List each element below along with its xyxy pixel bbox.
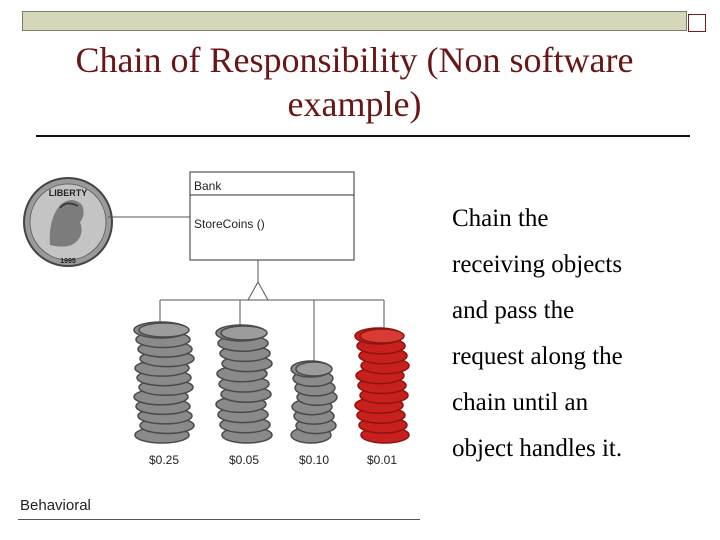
title-line-2: example) <box>22 82 687 126</box>
coin-text-bottom: 1995 <box>60 258 76 265</box>
coin-stack-010: $0.10 <box>291 361 337 467</box>
stack-label: $0.05 <box>229 453 259 467</box>
body-line: request along the <box>452 334 712 380</box>
inheritance-lines <box>160 260 384 366</box>
coin-stack-001: $0.01 <box>355 328 409 467</box>
corner-box <box>688 14 706 32</box>
body-text: Chain the receiving objects and pass the… <box>452 196 712 472</box>
slide-title: Chain of Responsibility (Non software ex… <box>22 38 687 126</box>
body-line: receiving objects <box>452 242 712 288</box>
body-line: chain until an <box>452 380 712 426</box>
class-name: Bank <box>194 179 222 193</box>
stack-label: $0.10 <box>299 453 329 467</box>
coin-stack-005: $0.05 <box>216 325 272 467</box>
body-line: Chain the <box>452 196 712 242</box>
body-line: and pass the <box>452 288 712 334</box>
coin-stack-025: $0.25 <box>134 322 194 467</box>
footer-divider <box>18 519 420 520</box>
bank-coin-diagram: LIBERTY 1995 Bank StoreCoins () $0.25$0.… <box>0 160 430 480</box>
header-bar <box>22 11 687 31</box>
coin-text-top: LIBERTY <box>49 188 88 198</box>
title-line-1: Chain of Responsibility (Non software <box>22 38 687 82</box>
stack-label: $0.25 <box>149 453 179 467</box>
class-method: StoreCoins () <box>194 217 265 231</box>
footer-label: Behavioral <box>20 497 91 514</box>
coin-stacks: $0.25 $0.05 $0.10 $0.01 <box>134 322 409 467</box>
stack-label: $0.01 <box>367 453 397 467</box>
title-divider <box>36 135 690 137</box>
bank-class-box: Bank StoreCoins () <box>190 172 354 260</box>
body-line: object handles it. <box>452 426 712 472</box>
quarter-coin-icon: LIBERTY 1995 <box>24 178 112 266</box>
